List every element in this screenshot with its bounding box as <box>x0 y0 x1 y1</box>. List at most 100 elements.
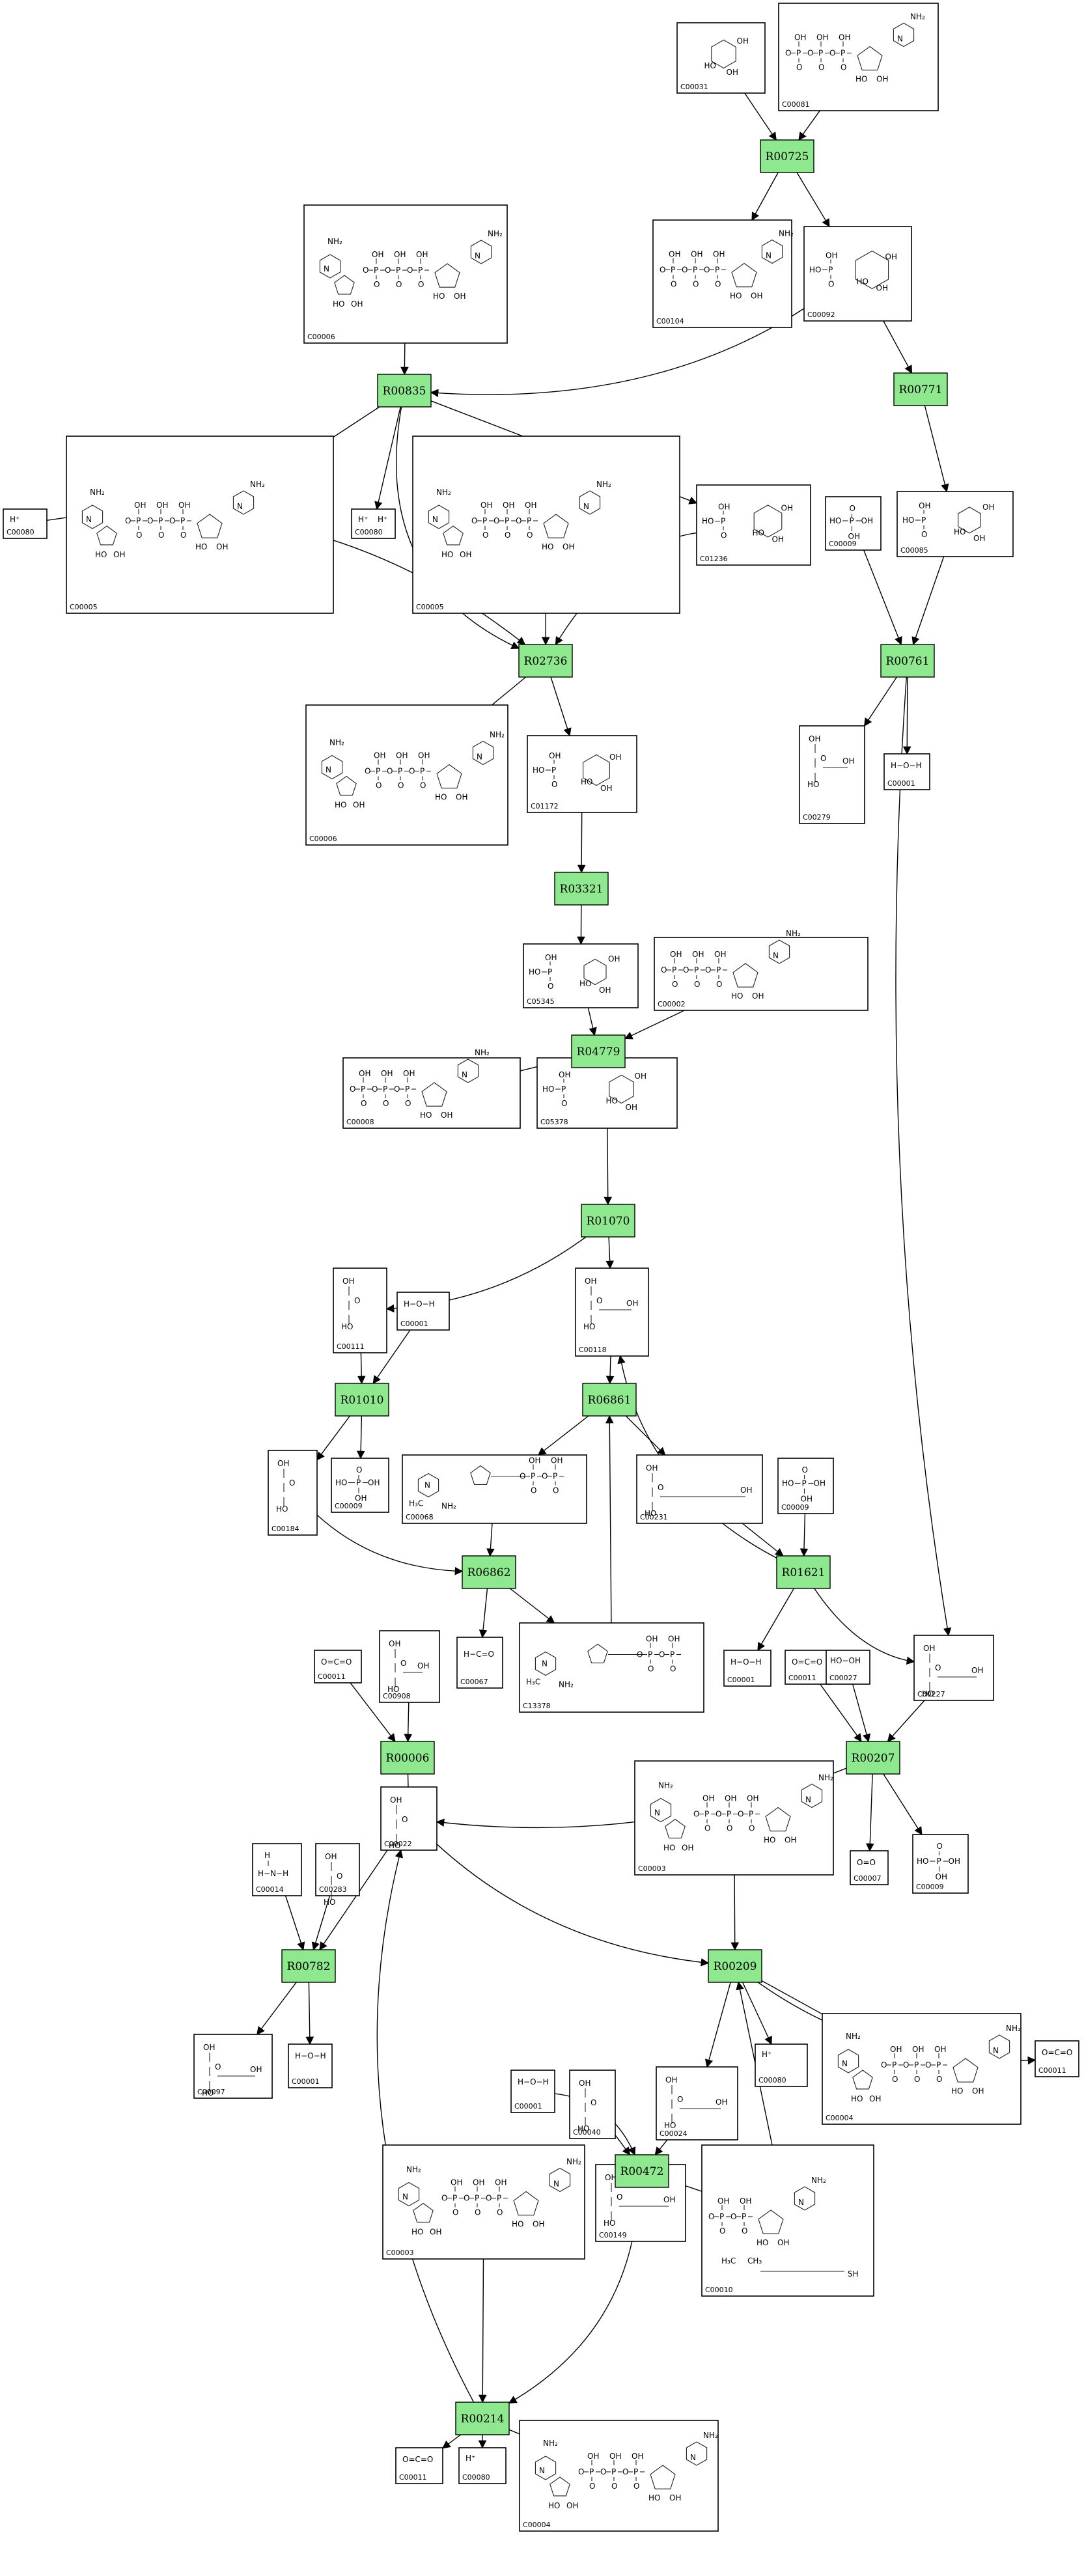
phosphorus-label: P <box>633 2467 638 2476</box>
oxygen-label: O <box>796 63 802 72</box>
reaction-node-r01010[interactable]: R01010 <box>335 1383 389 1417</box>
reaction-id-label: R00771 <box>899 383 943 396</box>
atom-label: N <box>462 1070 467 1079</box>
ribose-ring <box>421 1082 447 1107</box>
reaction-node-r00835[interactable]: R00835 <box>377 374 432 408</box>
reaction-node-r00761[interactable]: R00761 <box>880 644 935 678</box>
reaction-node-r01621[interactable]: R01621 <box>776 1555 831 1589</box>
compound-frame <box>654 937 869 1011</box>
reaction-node-r03321[interactable]: R03321 <box>554 872 609 906</box>
compound-box-c00080[interactable]: H⁺C00080 <box>3 508 48 539</box>
atom-label: HO <box>335 1478 347 1488</box>
oxygen-label: O <box>914 2075 920 2084</box>
reaction-node-r00472[interactable]: R00472 <box>615 2154 669 2188</box>
oxygen-label: O <box>936 2075 942 2084</box>
reaction-node-r06861[interactable]: R06861 <box>582 1383 637 1417</box>
reaction-edge <box>587 1007 597 1036</box>
reaction-node-r00006[interactable]: R00006 <box>380 1741 435 1775</box>
atom-label: O <box>617 2193 622 2202</box>
reaction-node-r00214[interactable]: R00214 <box>455 2402 510 2435</box>
reaction-node-r01070[interactable]: R01070 <box>581 1204 635 1238</box>
compound-id-label: C00104 <box>656 317 684 325</box>
atom-label: N <box>424 1481 430 1490</box>
atom-label: N <box>402 2193 408 2202</box>
reaction-node-r00209[interactable]: R00209 <box>708 1949 762 1983</box>
reaction-node-r00725[interactable]: R00725 <box>760 139 814 173</box>
compound-id-label: C00068 <box>406 1513 434 1521</box>
compound-frame <box>777 1458 834 1514</box>
reaction-edge <box>430 308 805 397</box>
reaction-edge <box>615 2135 631 2156</box>
reaction-node-r04779[interactable]: R04779 <box>571 1034 626 1068</box>
oxygen-label: O <box>398 781 404 790</box>
oxygen-label: O <box>704 1824 710 1833</box>
reaction-node-r00771[interactable]: R00771 <box>893 372 948 406</box>
reaction-node-r00207[interactable]: R00207 <box>846 1741 900 1775</box>
reaction-edge <box>372 1329 411 1385</box>
compound-box-c00080[interactable]: H⁺C00080 <box>458 2447 507 2484</box>
reaction-node-r06862[interactable]: R06862 <box>462 1555 516 1589</box>
compound-frame <box>66 436 334 614</box>
ribose-ring <box>650 2465 676 2489</box>
reaction-node-r02736[interactable]: R02736 <box>518 644 573 678</box>
phosphorus-label: P <box>611 2467 616 2476</box>
compound-box-c00080[interactable]: H⁺C00080 <box>755 2043 808 2087</box>
reaction-node-r00782[interactable]: R00782 <box>281 1949 336 1983</box>
atom-label: HO <box>829 516 841 525</box>
compound-id-label: C00006 <box>309 835 337 843</box>
compound-frame <box>331 1458 389 1513</box>
